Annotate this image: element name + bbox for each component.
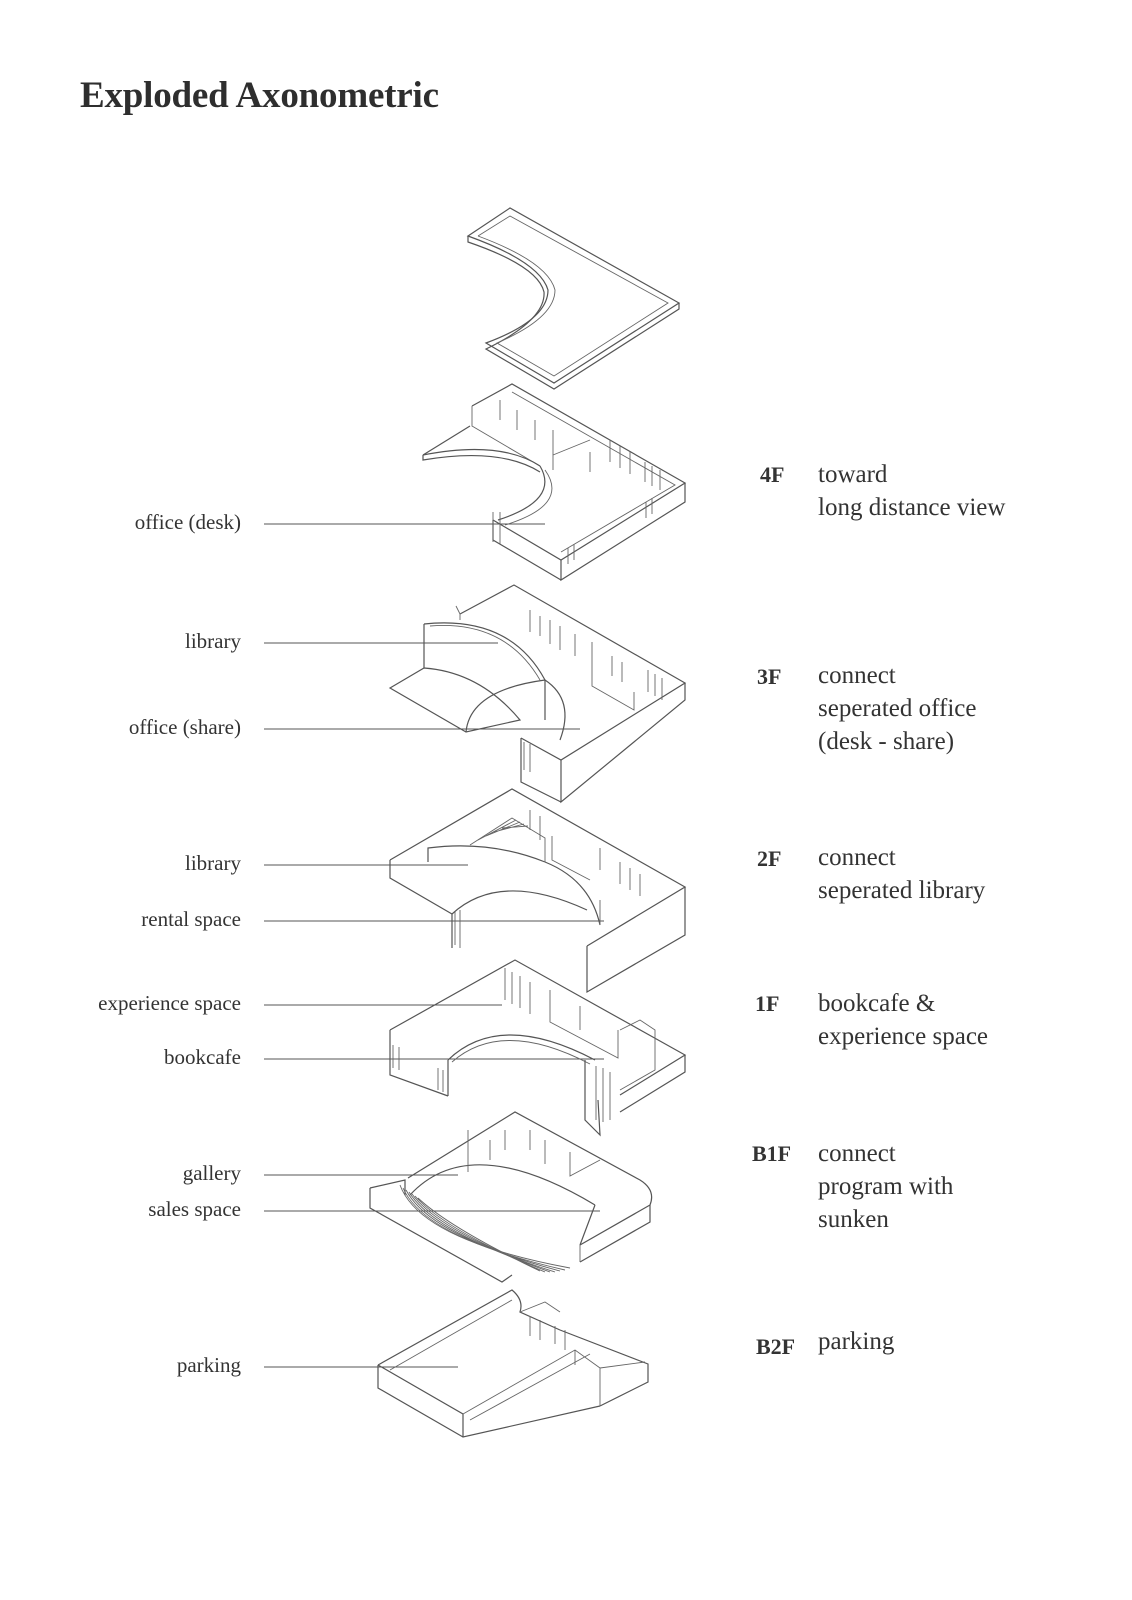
floor-code-2f: 2F — [757, 846, 782, 871]
label-sales-space: sales space — [148, 1197, 241, 1221]
floor-code-b2f: B2F — [756, 1334, 796, 1359]
floor-2f-model — [389, 788, 687, 994]
floor-b1f-model — [369, 1111, 653, 1283]
label-rental-space: rental space — [141, 907, 241, 931]
label-library-2f: library — [185, 851, 241, 875]
floor-code-3f: 3F — [757, 664, 782, 689]
label-experience-space: experience space — [98, 991, 241, 1015]
floor-code-4f: 4F — [760, 462, 785, 487]
label-gallery: gallery — [182, 1161, 241, 1185]
floor-desc-b2f: parking — [818, 1328, 895, 1355]
label-library-3f: library — [185, 629, 241, 653]
floor-1f-model — [389, 959, 687, 1137]
leader-lines — [264, 523, 604, 1368]
label-parking: parking — [176, 1353, 241, 1377]
label-office-desk: office (desk) — [134, 510, 241, 534]
floor-code-1f: 1F — [755, 991, 780, 1016]
label-bookcafe: bookcafe — [164, 1045, 241, 1069]
floor-3f-model — [388, 584, 687, 804]
floor-b2f-model — [377, 1289, 649, 1438]
floor-4f-model — [422, 383, 687, 582]
floor-code-b1f: B1F — [752, 1141, 792, 1166]
page-title: Exploded Axonometric — [80, 75, 439, 116]
roof-slab — [466, 207, 681, 390]
label-office-share: office (share) — [128, 715, 241, 739]
floor-desc-1f: bookcafe &experience space — [818, 990, 989, 1050]
